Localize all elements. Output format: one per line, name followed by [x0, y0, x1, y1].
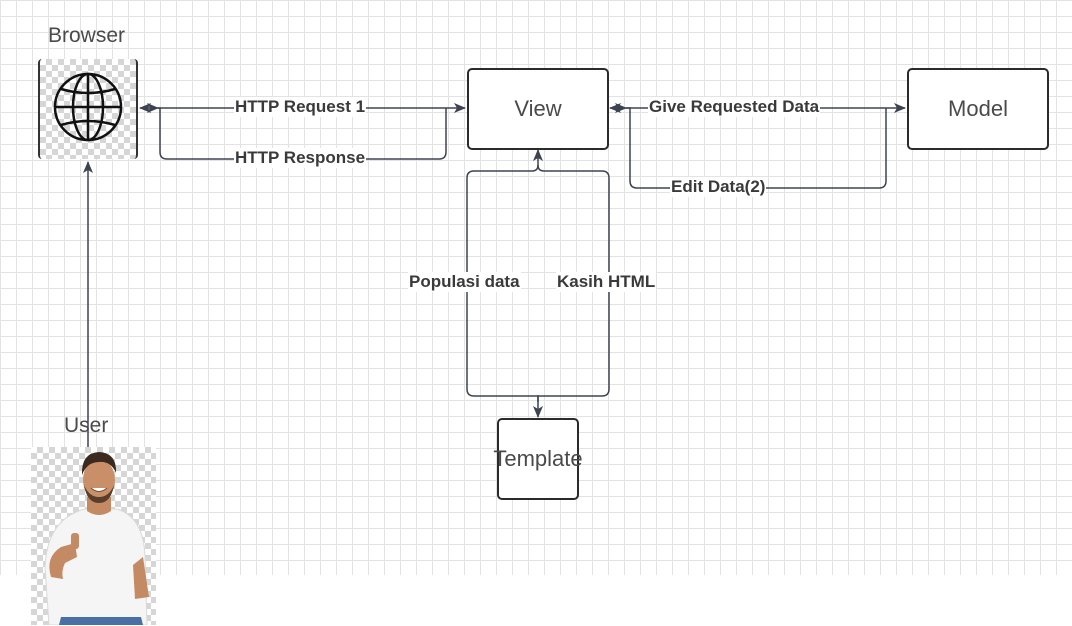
populasi-data-label: Populasi data	[408, 272, 521, 292]
template-node[interactable]: Template	[493, 418, 583, 500]
http-response-arrow	[139, 103, 447, 160]
give-data-label: Give Requested Data	[648, 97, 821, 117]
browser-caption: Browser	[48, 24, 126, 47]
kasih-html-label: Kasih HTML	[556, 272, 657, 292]
globe-icon	[53, 72, 123, 142]
edit-data-arrow	[609, 103, 887, 189]
person-photo	[44, 452, 149, 625]
browser-node[interactable]	[38, 59, 138, 159]
populasi-data-arrow	[466, 149, 543, 402]
http-request-label: HTTP Request 1	[234, 97, 367, 117]
model-node[interactable]: Model	[907, 68, 1049, 150]
user-caption: User	[64, 414, 109, 437]
view-node[interactable]: View	[467, 68, 609, 150]
http-response-label: HTTP Response	[234, 148, 367, 168]
user-node[interactable]	[31, 447, 156, 625]
edit-data-label: Edit Data(2)	[670, 177, 767, 197]
kasih-html-arrow	[533, 164, 610, 418]
